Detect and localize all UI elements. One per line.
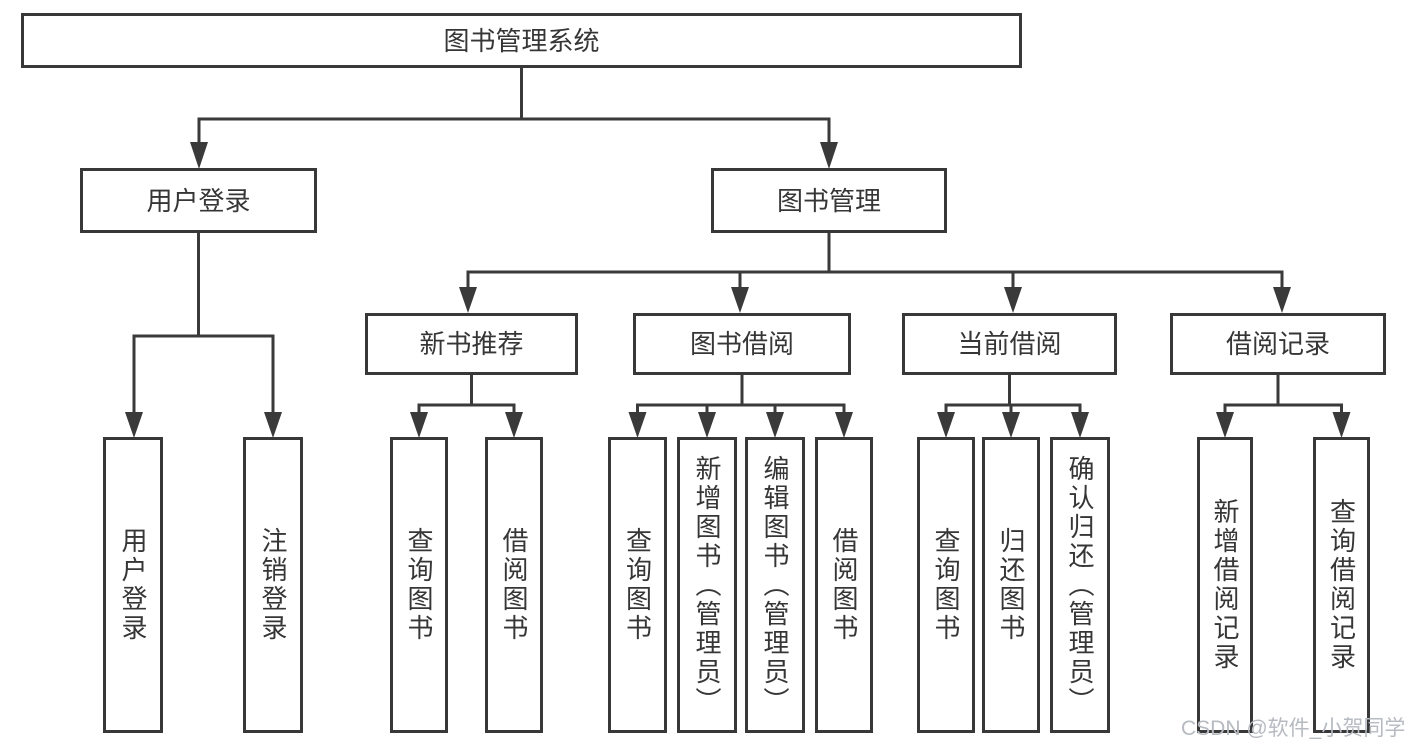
leaf-query-books-1: 查询图书 xyxy=(390,437,448,733)
node-current-borrow: 当前借阅 xyxy=(902,313,1117,375)
leaf-query-borrow-record: 查询借阅记录 xyxy=(1313,437,1370,733)
leaf-add-borrow-record-label: 新增借阅记录 xyxy=(1210,498,1240,672)
edge-root-split xyxy=(197,66,831,121)
leaf-confirm-return-admin: 确认归还（管理员） xyxy=(1050,437,1110,733)
edge-user-login-split xyxy=(132,231,275,338)
leaf-query-books-3: 查询图书 xyxy=(917,437,975,733)
edge-current-borrow-split xyxy=(944,373,1082,407)
arrowhead-icon xyxy=(264,412,282,438)
edge-to-book-management xyxy=(820,119,838,169)
node-book-management: 图书管理 xyxy=(711,168,947,233)
edge-to-leaf-query-books-2 xyxy=(628,405,647,438)
arrowhead-icon xyxy=(698,412,716,438)
node-borrow-records-label: 借阅记录 xyxy=(1225,329,1330,359)
node-new-book-recommend: 新书推荐 xyxy=(365,313,578,375)
leaf-user-login-label: 用户登录 xyxy=(118,527,148,643)
node-root: 图书管理系统 xyxy=(21,13,1022,68)
edge-book-borrow-split xyxy=(636,373,846,407)
edge-to-leaf-query-books-3 xyxy=(937,405,955,438)
arrowhead-icon xyxy=(459,287,477,313)
leaf-query-books-2: 查询图书 xyxy=(608,437,667,733)
edge-to-leaf-borrow-books-2 xyxy=(835,405,853,438)
arrowhead-icon xyxy=(1273,287,1291,313)
leaf-borrow-books-2-label: 借阅图书 xyxy=(829,527,859,643)
node-root-label: 图书管理系统 xyxy=(443,25,600,56)
leaf-borrow-books-1-label: 借阅图书 xyxy=(499,527,529,643)
leaf-edit-book-admin: 编辑图书（管理员） xyxy=(745,437,805,733)
edge-to-current-borrow xyxy=(1004,272,1022,313)
edge-to-user-login xyxy=(190,119,208,169)
arrowhead-icon xyxy=(1216,412,1234,438)
arrowhead-icon xyxy=(125,412,143,438)
arrowhead-icon xyxy=(766,412,784,438)
edge-to-book-borrow xyxy=(731,272,749,313)
arrowhead-icon xyxy=(731,287,749,313)
leaf-add-book-admin-label: 新增图书（管理员） xyxy=(692,454,722,716)
node-book-borrow-label: 图书借阅 xyxy=(689,329,794,359)
leaf-borrow-books-1: 借阅图书 xyxy=(485,437,543,733)
arrowhead-icon xyxy=(1332,412,1351,438)
edge-to-leaf-return-book xyxy=(1002,405,1020,438)
node-new-book-recommend-label: 新书推荐 xyxy=(419,329,524,359)
arrowhead-icon xyxy=(505,412,523,438)
leaf-query-books-3-label: 查询图书 xyxy=(931,527,961,643)
edge-to-new-book-recommend xyxy=(459,272,477,313)
leaf-user-login: 用户登录 xyxy=(103,437,163,733)
edge-to-leaf-add-book-admin xyxy=(698,405,716,438)
leaf-add-book-admin: 新增图书（管理员） xyxy=(677,437,737,733)
leaf-query-books-1-label: 查询图书 xyxy=(404,527,434,643)
arrowhead-icon xyxy=(628,412,647,438)
edge-to-borrow-records xyxy=(1273,272,1291,313)
edge-to-leaf-query-books-1 xyxy=(410,405,428,438)
leaf-confirm-return-admin-label: 确认归还（管理员） xyxy=(1065,454,1095,716)
leaf-query-books-2-label: 查询图书 xyxy=(622,527,653,643)
arrowhead-icon xyxy=(1004,287,1022,313)
leaf-logout: 注销登录 xyxy=(243,437,303,733)
csdn-watermark: CSDN @软件_小贺同学 xyxy=(1181,717,1405,740)
arrowhead-icon xyxy=(1002,412,1020,438)
node-current-borrow-label: 当前借阅 xyxy=(957,329,1062,359)
leaf-return-book-label: 归还图书 xyxy=(996,527,1026,643)
edge-to-leaf-confirm-return-admin xyxy=(1071,405,1089,438)
leaf-borrow-books-2: 借阅图书 xyxy=(815,437,873,733)
arrowhead-icon xyxy=(820,142,838,169)
leaf-return-book: 归还图书 xyxy=(982,437,1040,733)
node-book-borrow: 图书借阅 xyxy=(633,313,851,375)
edge-to-leaf-edit-book-admin xyxy=(766,405,784,438)
edge-to-leaf-user-login xyxy=(125,336,143,438)
node-user-login: 用户登录 xyxy=(80,168,317,233)
leaf-add-borrow-record: 新增借阅记录 xyxy=(1197,437,1253,733)
edge-new-book-recommend-split xyxy=(417,373,516,407)
edge-to-leaf-add-borrow-record xyxy=(1216,405,1234,438)
edge-to-leaf-borrow-books-1 xyxy=(505,405,523,438)
arrowhead-icon xyxy=(190,142,208,169)
arrowhead-icon xyxy=(835,412,853,438)
node-user-login-label: 用户登录 xyxy=(146,185,251,216)
edge-to-leaf-logout xyxy=(264,336,282,438)
leaf-query-borrow-record-label: 查询借阅记录 xyxy=(1326,498,1357,672)
edge-to-leaf-query-borrow-record xyxy=(1332,405,1351,438)
edge-book-management-split xyxy=(466,231,1284,274)
leaf-logout-label: 注销登录 xyxy=(258,527,288,643)
leaf-edit-book-admin-label: 编辑图书（管理员） xyxy=(760,454,790,716)
arrowhead-icon xyxy=(937,412,955,438)
arrowhead-icon xyxy=(410,412,428,438)
edge-borrow-records-split xyxy=(1223,373,1343,407)
arrowhead-icon xyxy=(1071,412,1089,438)
node-borrow-records: 借阅记录 xyxy=(1170,313,1386,375)
node-book-management-label: 图书管理 xyxy=(776,185,881,216)
